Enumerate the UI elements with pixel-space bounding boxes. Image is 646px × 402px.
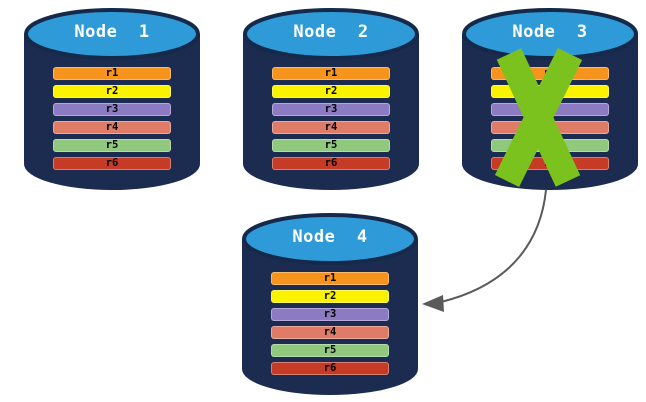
- node-2: Node 2 r1 r2 r3 r4 r5 r6: [241, 7, 421, 192]
- replica-row-r4: r4: [53, 121, 171, 134]
- replica-row-r1: r1: [53, 67, 171, 80]
- replica-row-r5: r5: [271, 344, 389, 357]
- replica-row-r6: r6: [53, 157, 171, 170]
- replica-rows: r1 r2 r3 r4 r5 r6: [491, 67, 609, 175]
- replica-row-r2: r2: [272, 85, 390, 98]
- replica-row-r2: r2: [53, 85, 171, 98]
- node-4: Node 4 r1 r2 r3 r4 r5 r6: [240, 212, 420, 397]
- replica-row-r4: r4: [491, 121, 609, 134]
- node-1: Node 1 r1 r2 r3 r4 r5 r6: [22, 7, 202, 192]
- replica-row-r3: r3: [272, 103, 390, 116]
- replica-row-r4: r4: [272, 121, 390, 134]
- replica-rows: r1 r2 r3 r4 r5 r6: [271, 272, 389, 380]
- replica-row-r1: r1: [272, 67, 390, 80]
- replica-row-r5: r5: [53, 139, 171, 152]
- replica-rows: r1 r2 r3 r4 r5 r6: [53, 67, 171, 175]
- replica-row-r3: r3: [53, 103, 171, 116]
- node-title: Node 1: [74, 22, 150, 42]
- replica-row-r6: r6: [272, 157, 390, 170]
- replica-row-r2: r2: [491, 85, 609, 98]
- node-title: Node 4: [292, 227, 368, 247]
- replica-row-r6: r6: [491, 157, 609, 170]
- node-title: Node 2: [293, 22, 369, 42]
- replica-row-r5: r5: [491, 139, 609, 152]
- node-title: Node 3: [512, 22, 588, 42]
- replica-row-r3: r3: [271, 308, 389, 321]
- replica-row-r4: r4: [271, 326, 389, 339]
- replica-row-r2: r2: [271, 290, 389, 303]
- replica-rows: r1 r2 r3 r4 r5 r6: [272, 67, 390, 175]
- replica-row-r5: r5: [272, 139, 390, 152]
- replica-row-r1: r1: [271, 272, 389, 285]
- replica-row-r3: r3: [491, 103, 609, 116]
- replica-row-r1: r1: [491, 67, 609, 80]
- replica-row-r6: r6: [271, 362, 389, 375]
- node-3: Node 3 r1 r2 r3 r4 r5 r6: [460, 7, 640, 192]
